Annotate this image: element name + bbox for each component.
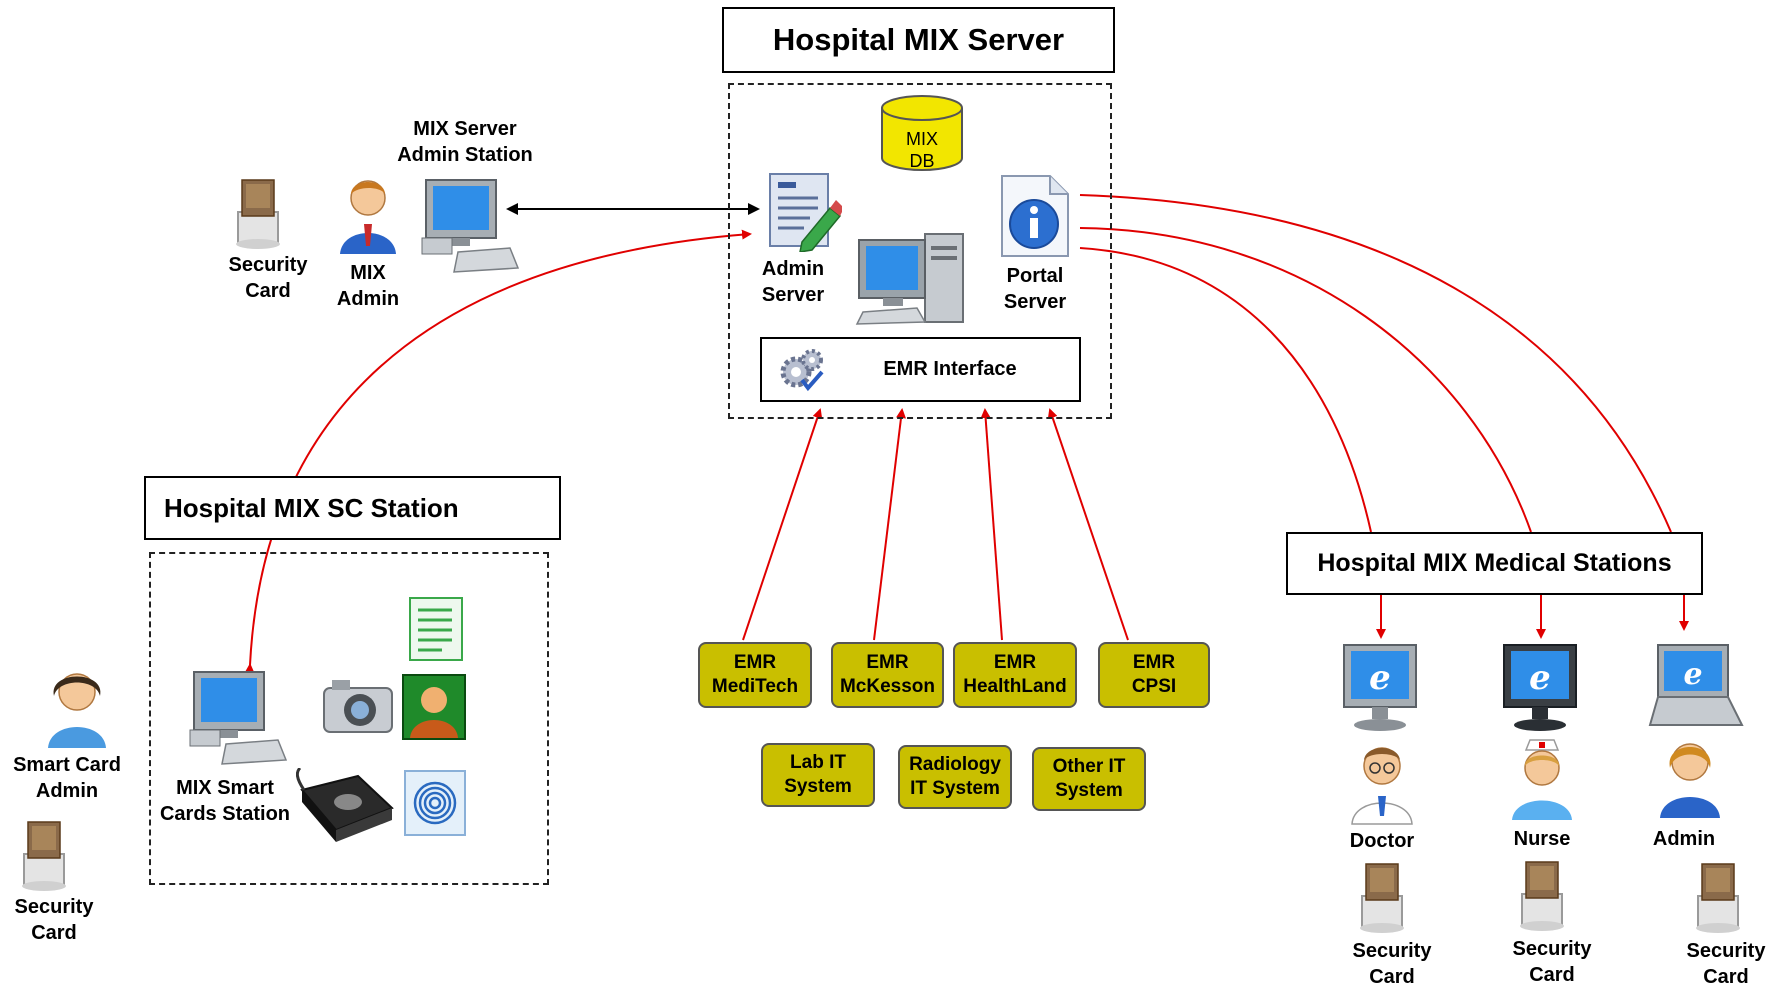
doctor-label: Doctor (1349, 830, 1415, 852)
emr-cpsi-box: EMR CPSI (1098, 642, 1210, 708)
svg-text:e: e (1369, 658, 1391, 698)
admin-user-icon (1660, 743, 1720, 818)
emr-mckesson-arrow (873, 408, 906, 641)
sc-station-dashed-boundary (149, 552, 549, 885)
sc-station-title-box: Hospital MIX SC Station (144, 476, 561, 540)
doctor-security-card-icon (1360, 863, 1404, 933)
security-card-icon (236, 179, 280, 249)
emr-meditech-box: EMR MediTech (698, 642, 812, 708)
doctor-security-card-label: Security Card (1352, 940, 1432, 988)
emr-mckesson-box: EMR McKesson (831, 642, 944, 708)
sc-station-title: Hospital MIX SC Station (164, 492, 459, 523)
admin-laptop-icon: e (1648, 644, 1744, 726)
admin-station-title: MIX Server Admin Station (397, 118, 533, 166)
sc-link-arrow (244, 229, 752, 674)
photo-id-icon (402, 674, 466, 740)
server-title-box: Hospital MIX Server (722, 7, 1115, 73)
fingerprint-reader-icon (296, 768, 394, 842)
server-dashed-boundary (728, 83, 1112, 419)
other-it-system-box: Other IT System (1032, 747, 1146, 811)
admin-role-label: Admin (1652, 828, 1716, 850)
nurse-browser-monitor-icon: e (1503, 644, 1577, 731)
admin-security-card-label: Security Card (228, 254, 308, 302)
lab-it-system-box: Lab IT System (761, 743, 875, 807)
nurse-label: Nurse (1513, 828, 1571, 850)
smart-card-admin-label: Smart Card Admin (13, 754, 121, 802)
nurse-security-card-icon (1520, 861, 1564, 931)
gears-icon (780, 349, 824, 392)
nurse-security-card-label: Security Card (1512, 938, 1592, 986)
admin-person-icon (340, 180, 396, 254)
info-icon (1001, 175, 1069, 257)
medical-stations-title: Hospital MIX Medical Stations (1317, 549, 1672, 577)
fingerprint-icon (404, 770, 466, 836)
portal-server-label: Portal Server (1003, 265, 1067, 313)
emr-meditech-arrow (742, 408, 823, 641)
sc-security-card-label: Security Card (14, 896, 94, 944)
db-label: MIX DB (905, 129, 938, 171)
camera-icon (323, 680, 393, 733)
radiology-it-system-box: Radiology IT System (898, 745, 1012, 809)
portal-to-nurse-line (1079, 227, 1532, 533)
medical-stations-title-box: Hospital MIX Medical Stations (1286, 532, 1703, 595)
portal-to-admin-line (1079, 194, 1672, 533)
admin-computer-icon (421, 179, 520, 273)
admin-security-card-label-2: Security Card (1686, 940, 1766, 988)
doctor-browser-monitor-icon: e (1343, 644, 1417, 731)
doctor-icon (1351, 747, 1413, 825)
smart-card-admin-person-icon (48, 673, 106, 748)
svg-text:e: e (1529, 658, 1551, 698)
server-title: Hospital MIX Server (772, 22, 1065, 57)
mix-smart-cards-station-label: MIX Smart Cards Station (159, 777, 291, 825)
nurse-icon (1512, 739, 1572, 820)
emr-cpsi-arrow (1047, 408, 1129, 641)
sc-security-card-icon (22, 821, 66, 891)
admin-security-card-icon (1696, 863, 1740, 933)
sc-computer-icon (189, 671, 288, 765)
server-computer-icon (855, 233, 964, 325)
emr-healthland-arrow (980, 408, 1003, 641)
admin-server-label: Admin Server (761, 258, 825, 306)
form-document-icon (409, 597, 463, 661)
emr-interface-label: EMR Interface (883, 358, 1017, 380)
emr-healthland-box: EMR HealthLand (953, 642, 1077, 708)
portal-to-doctor-line (1079, 247, 1372, 533)
database-icon (881, 95, 963, 171)
mix-admin-label: MIX Admin (336, 262, 400, 310)
admin-document-icon (769, 173, 842, 252)
svg-text:e: e (1683, 657, 1702, 692)
